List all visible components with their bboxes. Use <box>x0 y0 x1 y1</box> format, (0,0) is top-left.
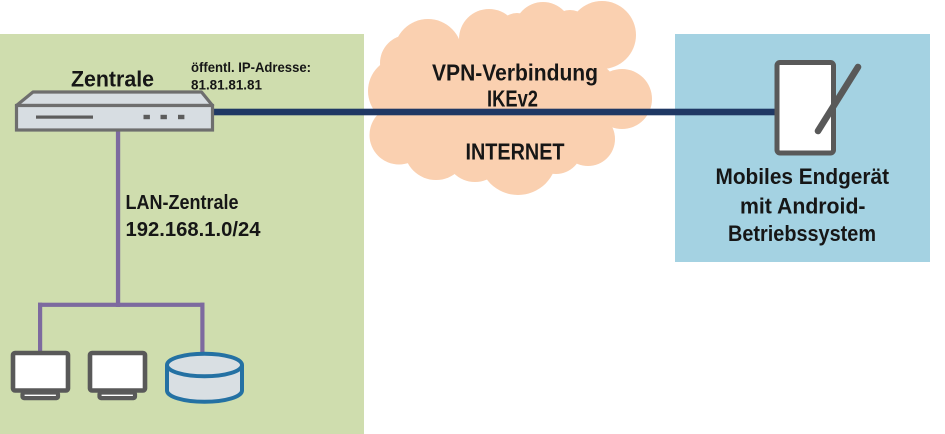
svg-text:LAN-Zentrale: LAN-Zentrale <box>126 191 239 214</box>
svg-text:Betriebssystem: Betriebssystem <box>728 221 876 246</box>
svg-text:IKEv2: IKEv2 <box>487 86 538 112</box>
svg-text:81.81.81.81: 81.81.81.81 <box>191 77 262 93</box>
svg-text:INTERNET: INTERNET <box>466 139 565 165</box>
svg-text:192.168.1.0/24: 192.168.1.0/24 <box>126 218 262 241</box>
svg-text:öffentl. IP-Adresse:: öffentl. IP-Adresse: <box>191 59 311 75</box>
svg-text:mit Android-: mit Android- <box>740 193 866 218</box>
svg-text:VPN-Verbindung: VPN-Verbindung <box>432 60 598 86</box>
svg-text:Zentrale: Zentrale <box>71 67 154 92</box>
svg-text:Mobiles Endgerät: Mobiles Endgerät <box>716 164 890 189</box>
